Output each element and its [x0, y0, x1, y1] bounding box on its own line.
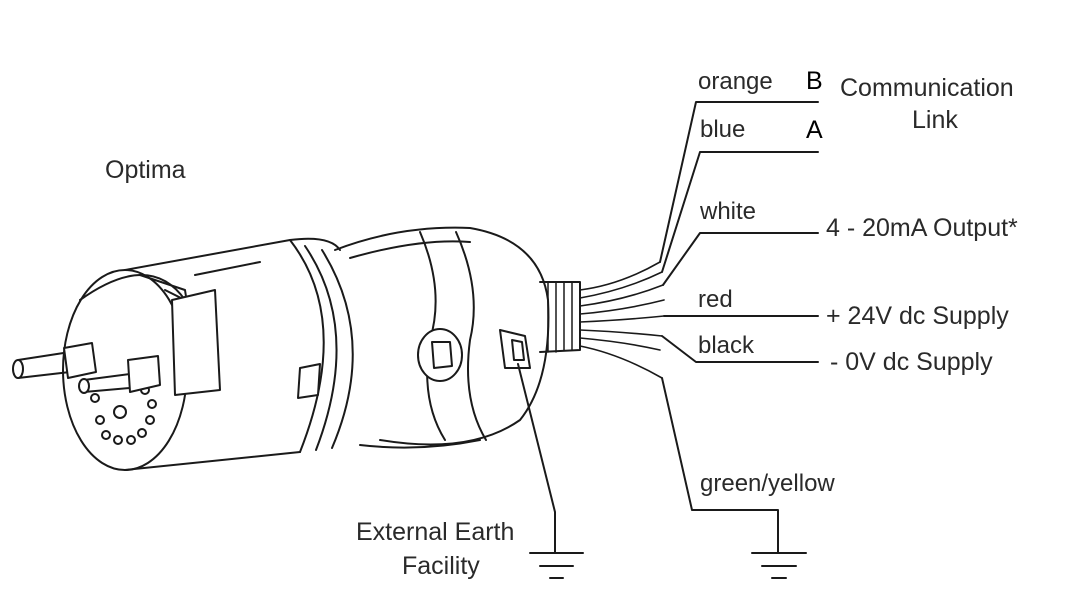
sensor-head — [334, 226, 581, 449]
wire-blue-line — [661, 151, 819, 273]
terminal-label-b: B — [806, 67, 823, 95]
wire-label-green-yellow: green/yellow — [700, 470, 835, 497]
earth-ground-icon-left — [529, 552, 584, 579]
terminal-label-a: A — [806, 116, 823, 144]
wire-green-yellow-line — [661, 377, 779, 553]
wire-label-orange: orange — [698, 68, 773, 95]
wire-label-blue: blue — [700, 116, 746, 143]
earth-ground-icon-right — [751, 552, 807, 579]
wire-black-line — [661, 335, 819, 363]
signal-supply-pos: + 24V dc Supply — [826, 302, 1009, 330]
wire-label-white: white — [700, 198, 757, 225]
wire-orange-line — [659, 101, 819, 263]
sensor-body — [12, 237, 354, 471]
wire-white-line — [662, 232, 819, 286]
earth-label-line2: Facility — [402, 552, 480, 580]
wire-leaders — [517, 101, 819, 579]
device-label: Optima — [105, 156, 186, 184]
signal-output: 4 - 20mA Output* — [826, 214, 1018, 242]
external-earth-line — [517, 363, 556, 553]
earth-label-line1: External Earth — [356, 518, 515, 546]
signal-comm-line1: Communication — [840, 74, 1014, 102]
cable-bundle — [579, 261, 665, 379]
wire-label-black: black — [698, 332, 755, 359]
signal-supply-neg: - 0V dc Supply — [830, 348, 993, 376]
signal-comm-line2: Link — [912, 106, 958, 134]
wire-label-red: red — [698, 286, 733, 313]
